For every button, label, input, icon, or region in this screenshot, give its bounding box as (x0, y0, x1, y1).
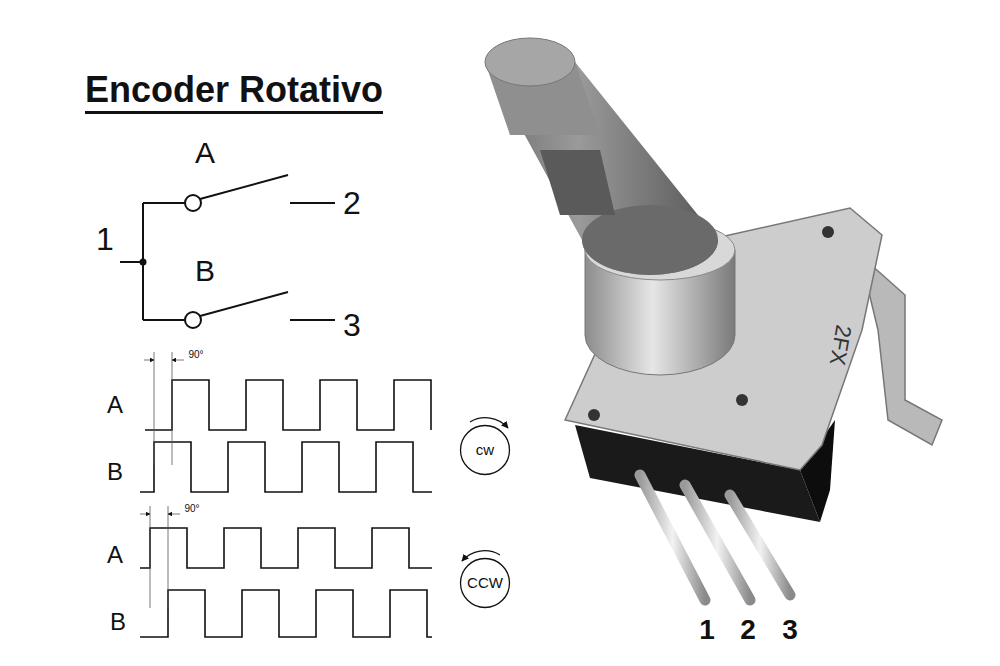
switch-name: B (195, 254, 215, 287)
switch-schematic-part (200, 292, 288, 316)
pin-number: 3 (782, 615, 798, 646)
timing-waveforms-part (140, 528, 432, 568)
pin-number: 3 (343, 308, 361, 343)
phase-angle: 90° (188, 349, 203, 360)
timing-waveforms-part (140, 590, 432, 637)
switch-schematic-part (143, 202, 185, 204)
encoder-illustration (485, 38, 942, 600)
encoder-illustration-part (485, 38, 575, 86)
timing-waveforms (140, 380, 432, 637)
phase-angle: 90° (184, 503, 199, 514)
signal-name: B (107, 459, 123, 485)
switch-schematic-part (143, 319, 185, 321)
encoder-illustration-part (730, 495, 790, 595)
phase-marker-part (144, 360, 154, 361)
encoder-illustration-part (588, 409, 600, 421)
direction-circle: CCW (459, 557, 511, 609)
direction-label: cw (476, 442, 494, 459)
phase-marker-part (154, 352, 155, 465)
timing-waveforms-part (145, 380, 431, 430)
switch-schematic-part (290, 319, 335, 321)
phase-marker-part (150, 506, 151, 608)
part-marking: 2FX (825, 323, 856, 367)
phase-marker-part (168, 506, 169, 608)
signal-name: A (107, 542, 123, 568)
switch-name: A (195, 136, 215, 169)
signal-name: A (107, 392, 123, 418)
pin-number: 2 (740, 615, 756, 646)
switch-schematic-part (140, 259, 147, 266)
phase-marker-part (172, 360, 184, 361)
switch-schematic-part (185, 312, 201, 328)
pin-number: 1 (699, 615, 715, 646)
phase-marker-part (172, 352, 173, 465)
phase-marker-part (168, 514, 180, 515)
direction-circle: cw (459, 424, 511, 476)
switch-schematic-part (185, 195, 201, 211)
direction-label: CCW (467, 575, 503, 592)
switch-schematic-part (200, 175, 288, 199)
signal-name: B (110, 609, 126, 635)
encoder-illustration-part (822, 226, 834, 238)
timing-waveforms-part (140, 442, 432, 492)
encoder-illustration-part (540, 150, 615, 215)
pin-number: 2 (343, 186, 361, 221)
circle-outline (461, 426, 510, 475)
circle-outline (461, 559, 510, 608)
diagram-title: Encoder Rotativo (85, 70, 383, 114)
switch-schematic-part (290, 202, 335, 204)
encoder-illustration-part (485, 62, 718, 275)
encoder-illustration-part (736, 394, 748, 406)
phase-marker (140, 352, 184, 608)
pin-number: 1 (96, 222, 114, 257)
encoder-illustration-part (582, 205, 718, 275)
switch-schematic (120, 175, 335, 328)
phase-marker-part (140, 514, 150, 515)
